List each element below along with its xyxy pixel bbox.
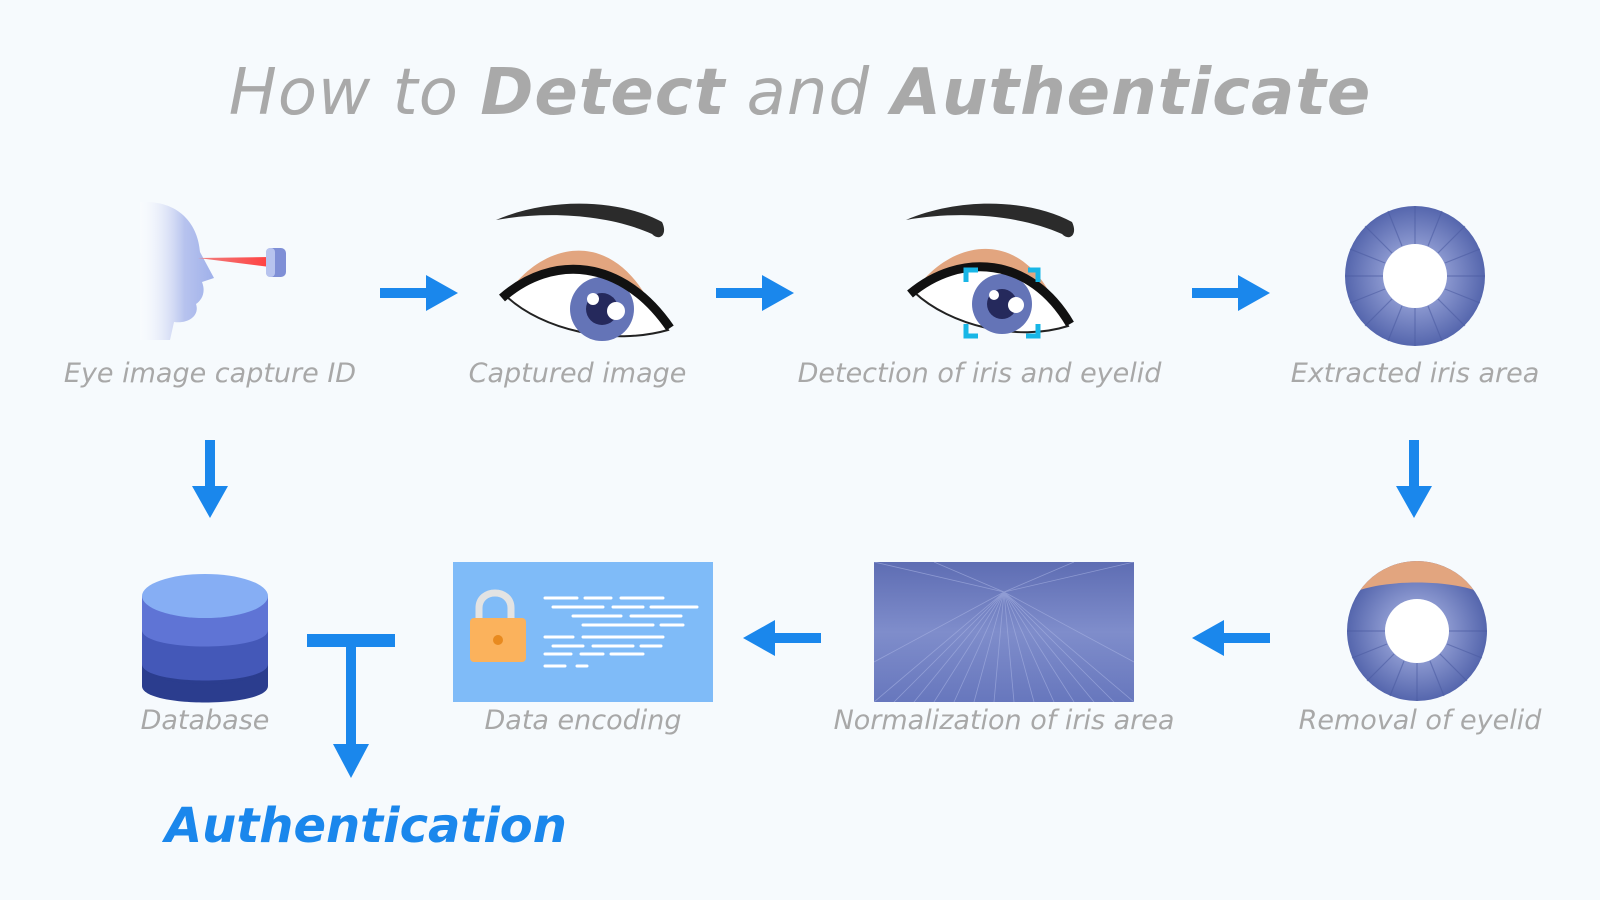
arrow-left-icon [743,618,821,658]
face-scanner-icon [130,200,300,345]
title-part-4: Authenticate [891,56,1372,130]
caption-eye-image-capture: Eye image capture ID [63,358,357,389]
iris-eyelid-removed-icon [1346,560,1488,702]
arrow-right-icon [1192,273,1270,313]
arrow-left-icon [1192,618,1270,658]
arrow-down-icon [1394,440,1434,518]
database-icon [140,560,270,705]
arrow-right-icon [716,273,794,313]
caption-extracted-iris: Extracted iris area [1290,358,1540,389]
caption-database: Database [140,705,270,736]
title-part-3: and [725,56,892,130]
iris-detection-eye-icon [902,200,1082,350]
captured-eye-icon [492,200,682,350]
arrow-down-icon [305,632,395,792]
arrow-right-icon [380,273,458,313]
caption-captured-image: Captured image [468,358,687,389]
caption-normalization: Normalization of iris area [833,705,1175,736]
page-title: How to Detect and Authenticate [0,56,1600,130]
normalized-iris-strip-icon [874,562,1134,702]
encrypted-data-card-icon [453,562,713,702]
title-part-1: How to [228,56,481,130]
caption-data-encoding: Data encoding [484,705,682,736]
caption-detection: Detection of iris and eyelid [797,358,1162,389]
caption-removal-eyelid: Removal of eyelid [1298,705,1542,736]
authentication-result: Authentication [165,798,567,854]
iris-ring-icon [1344,205,1486,347]
title-part-2: Detect [480,56,726,130]
arrow-down-icon [190,440,230,518]
